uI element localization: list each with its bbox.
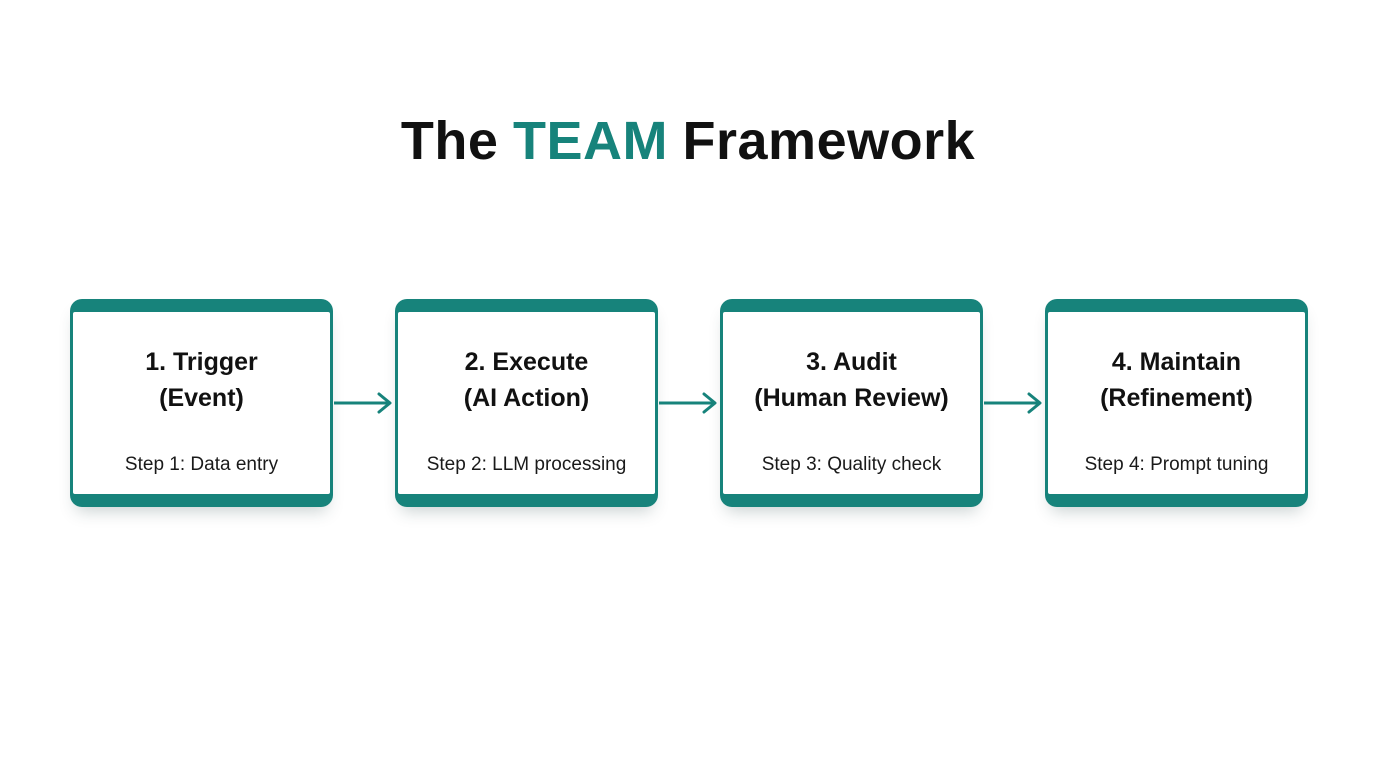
step-heading: 4. Maintain (Refinement) xyxy=(1100,348,1253,412)
step-detail: Step 3: Quality check xyxy=(761,454,942,475)
title-word: Framework xyxy=(682,111,976,172)
process-flow: 1. Trigger (Event) Step 1: Data entry 2.… xyxy=(70,299,1308,507)
step-card-maintain: 4. Maintain (Refinement) Step 4: Prompt … xyxy=(1045,299,1308,507)
step-detail: Step 4: Prompt tuning xyxy=(1084,454,1269,475)
step-card-body: 1. Trigger (Event) Step 1: Data entry xyxy=(73,312,330,494)
step-card-body: 2. Execute (AI Action) Step 2: LLM proce… xyxy=(398,312,655,494)
arrow-right-icon xyxy=(333,391,395,415)
title-word: The xyxy=(400,111,499,172)
step-card-audit: 3. Audit (Human Review) Step 3: Quality … xyxy=(720,299,983,507)
step-heading: 2. Execute (AI Action) xyxy=(463,348,590,412)
step-card-execute: 2. Execute (AI Action) Step 2: LLM proce… xyxy=(395,299,658,507)
arrow-right-icon xyxy=(658,391,720,415)
page-title: The TEAM Framework xyxy=(0,110,1376,172)
step-card-body: 3. Audit (Human Review) Step 3: Quality … xyxy=(723,312,980,494)
title-word-highlight: TEAM xyxy=(512,111,668,172)
step-heading: 3. Audit (Human Review) xyxy=(754,348,949,412)
step-card-body: 4. Maintain (Refinement) Step 4: Prompt … xyxy=(1048,312,1305,494)
step-detail: Step 1: Data entry xyxy=(124,454,279,475)
step-card-trigger: 1. Trigger (Event) Step 1: Data entry xyxy=(70,299,333,507)
step-heading: 1. Trigger (Event) xyxy=(145,348,258,412)
step-detail: Step 2: LLM processing xyxy=(426,454,627,475)
arrow-right-icon xyxy=(983,391,1045,415)
